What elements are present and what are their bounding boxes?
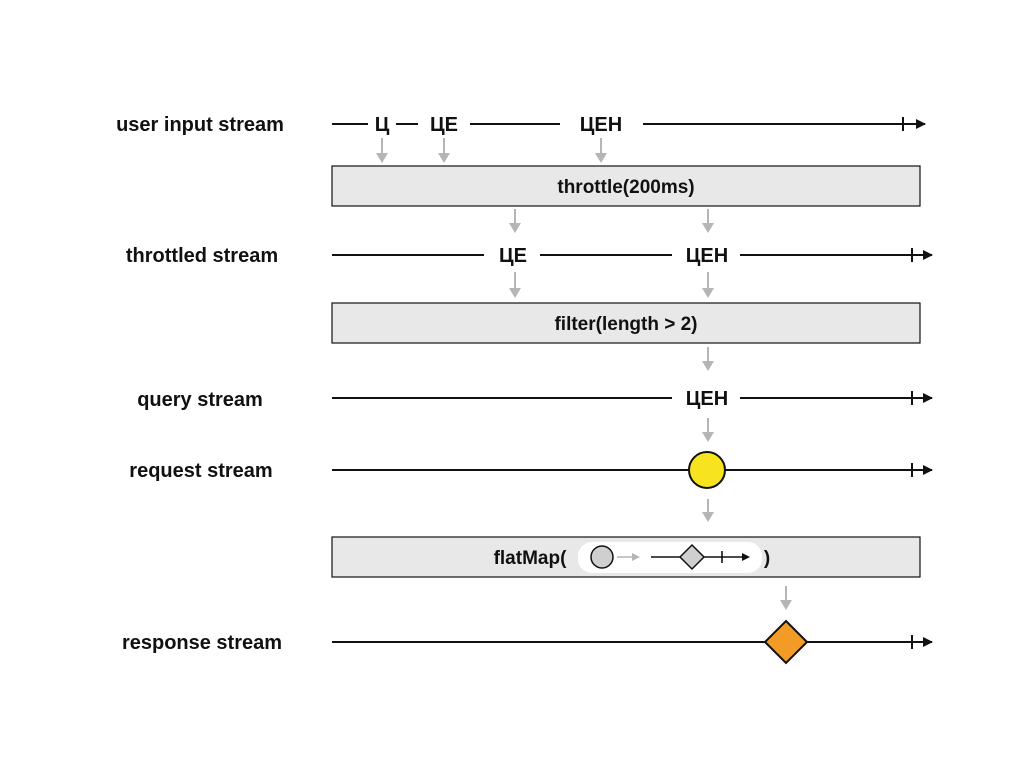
arrows-into-filter xyxy=(509,272,714,298)
throttle-operator-label: throttle(200ms) xyxy=(557,177,694,198)
filter-operator-label: filter(length > 2) xyxy=(554,314,697,335)
event-user-input-2: ЦЕ xyxy=(430,114,458,136)
response-stream-label: response stream xyxy=(122,632,282,654)
user-input-timeline xyxy=(332,117,926,131)
throttled-timeline xyxy=(332,248,933,262)
flatmap-operator: flatMap( ) xyxy=(331,536,921,578)
arrow-flatmap-to-response xyxy=(780,586,792,610)
request-stream-label: request stream xyxy=(129,460,272,482)
inner-diamond-icon xyxy=(678,543,706,571)
response-event-diamond xyxy=(763,619,809,665)
flatmap-close-label: ) xyxy=(764,548,770,569)
request-timeline xyxy=(332,451,933,489)
inner-circle-icon xyxy=(590,545,614,569)
response-timeline xyxy=(332,619,933,665)
throttled-stream-label: throttled stream xyxy=(126,245,278,267)
arrow-query-to-request xyxy=(702,418,714,442)
arrow-out-of-filter xyxy=(702,347,714,371)
query-timeline xyxy=(332,391,933,405)
event-user-input-1: Ц xyxy=(375,114,390,136)
flatmap-open-label: flatMap( xyxy=(494,548,568,569)
arrows-into-throttle xyxy=(376,138,607,163)
request-event-circle xyxy=(688,451,726,489)
event-query-1: ЦЕН xyxy=(686,388,728,410)
event-throttled-1: ЦЕ xyxy=(499,245,527,267)
arrow-request-to-flatmap xyxy=(702,499,714,522)
query-stream-label: query stream xyxy=(137,389,263,411)
event-throttled-2: ЦЕН xyxy=(686,245,728,267)
filter-operator: filter(length > 2) xyxy=(331,302,921,344)
inner-arrow-icon xyxy=(632,553,640,561)
user-input-stream-label: user input stream xyxy=(116,114,284,136)
arrows-out-of-throttle xyxy=(509,209,714,233)
event-user-input-3: ЦЕН xyxy=(580,114,622,136)
throttle-operator: throttle(200ms) xyxy=(331,165,921,207)
